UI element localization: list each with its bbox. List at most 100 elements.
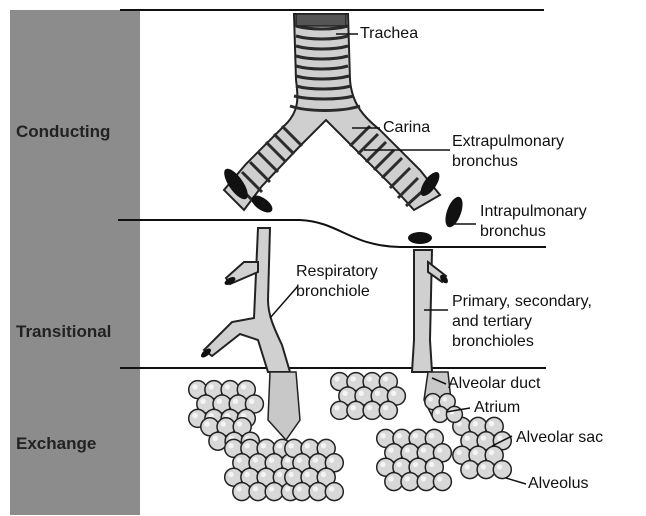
alveolus-highlight bbox=[245, 472, 250, 477]
alveolus-highlight bbox=[253, 486, 258, 491]
alveolus-sphere bbox=[379, 401, 397, 419]
alveolus-highlight bbox=[367, 376, 372, 381]
alveolus-sphere bbox=[347, 401, 365, 419]
alveolus-highlight bbox=[497, 464, 502, 469]
alveolus-highlight bbox=[489, 450, 494, 455]
alveolus-highlight bbox=[413, 462, 418, 467]
alveolus-highlight bbox=[288, 443, 293, 448]
label-extrapulmonary-bronchus: Extrapulmonary bronchus bbox=[452, 132, 564, 172]
alveolus-sphere bbox=[493, 461, 511, 479]
alveolus-highlight bbox=[277, 443, 282, 448]
alveolus-sphere bbox=[477, 461, 495, 479]
alveolus-highlight bbox=[351, 405, 356, 410]
alveolus-highlight bbox=[380, 433, 385, 438]
alveolus-sphere bbox=[432, 406, 448, 422]
label-atrium: Atrium bbox=[474, 398, 520, 418]
alveolus-highlight bbox=[429, 462, 434, 467]
alveolus-highlight bbox=[277, 472, 282, 477]
alveolus-highlight bbox=[297, 486, 302, 491]
label-line: bronchus bbox=[480, 222, 587, 242]
label-alveolus: Alveolus bbox=[528, 474, 588, 494]
alveolus-highlight bbox=[253, 457, 258, 462]
alveolus-highlight bbox=[204, 421, 209, 426]
alveolus-highlight bbox=[359, 391, 364, 396]
alveolus-highlight bbox=[237, 421, 242, 426]
alveolus-highlight bbox=[489, 421, 494, 426]
alveolus-highlight bbox=[297, 457, 302, 462]
alveolus-highlight bbox=[405, 476, 410, 481]
alveolus-highlight bbox=[351, 376, 356, 381]
label-line: bronchioles bbox=[452, 332, 592, 352]
alveolus-highlight bbox=[473, 421, 478, 426]
alveolus-highlight bbox=[321, 443, 326, 448]
alveolus-highlight bbox=[305, 472, 310, 477]
alveolus-sphere bbox=[446, 406, 462, 422]
zone-transitional: Transitional bbox=[16, 322, 111, 342]
alveolus-highlight bbox=[261, 443, 266, 448]
zone-conducting: Conducting bbox=[16, 122, 110, 142]
alveolus-highlight bbox=[321, 472, 326, 477]
alveolus-highlight bbox=[213, 436, 218, 441]
alveolus-highlight bbox=[217, 399, 222, 404]
label-alveolar-duct: Alveolar duct bbox=[448, 374, 541, 394]
alveolus-highlight bbox=[241, 384, 246, 389]
alveolus-highlight bbox=[465, 464, 470, 469]
alveolus-highlight bbox=[388, 476, 393, 481]
alveolus-highlight bbox=[261, 472, 266, 477]
alveolus-highlight bbox=[383, 376, 388, 381]
alveolus-highlight bbox=[285, 457, 290, 462]
alveolus-highlight bbox=[435, 410, 440, 415]
alveolus-highlight bbox=[305, 443, 310, 448]
alveolus-highlight bbox=[334, 405, 339, 410]
alveolus-sphere bbox=[293, 483, 311, 501]
label-line: Intrapulmonary bbox=[480, 202, 587, 222]
alveolus-highlight bbox=[329, 486, 334, 491]
alveolus-highlight bbox=[413, 433, 418, 438]
alveolus-highlight bbox=[269, 457, 274, 462]
alveolus-highlight bbox=[388, 447, 393, 452]
label-intrapulmonary-bronchus: Intrapulmonary bronchus bbox=[480, 202, 587, 242]
label-line: bronchiole bbox=[296, 282, 378, 302]
alveolus-sphere bbox=[265, 483, 283, 501]
alveolus-highlight bbox=[421, 476, 426, 481]
label-line: Primary, secondary, bbox=[452, 292, 592, 312]
alveolus-highlight bbox=[383, 405, 388, 410]
alveolus-highlight bbox=[228, 472, 233, 477]
label-line: Respiratory bbox=[296, 262, 378, 282]
alveolus-highlight bbox=[380, 462, 385, 467]
alveolus-highlight bbox=[228, 443, 233, 448]
alveolus-highlight bbox=[397, 433, 402, 438]
alveolus-highlight bbox=[429, 433, 434, 438]
label-alveolar-sac: Alveolar sac bbox=[516, 428, 603, 448]
label-line: Extrapulmonary bbox=[452, 132, 564, 152]
alveolus-highlight bbox=[249, 399, 254, 404]
alveolus-highlight bbox=[285, 486, 290, 491]
alveolus-highlight bbox=[437, 447, 442, 452]
alveolus-highlight bbox=[313, 486, 318, 491]
alveolus-highlight bbox=[473, 450, 478, 455]
alveolus-sphere bbox=[417, 473, 435, 491]
alveolus-highlight bbox=[481, 464, 486, 469]
alveolus-sphere bbox=[233, 483, 251, 501]
alveolus-highlight bbox=[209, 384, 214, 389]
alveolus-highlight bbox=[497, 435, 502, 440]
label-bronchioles: Primary, secondary, and tertiary bronchi… bbox=[452, 292, 592, 352]
alveolus-highlight bbox=[367, 405, 372, 410]
alveolus-highlight bbox=[481, 435, 486, 440]
label-line: and tertiary bbox=[452, 312, 592, 332]
alveolus-highlight bbox=[329, 457, 334, 462]
alveolus-sphere bbox=[385, 473, 403, 491]
alveolus-highlight bbox=[192, 413, 197, 418]
alveolus-highlight bbox=[221, 421, 226, 426]
alveolus-highlight bbox=[245, 443, 250, 448]
alveolus-sphere bbox=[309, 483, 327, 501]
label-carina: Carina bbox=[383, 118, 430, 138]
alveolus-highlight bbox=[313, 457, 318, 462]
alveolus-highlight bbox=[288, 472, 293, 477]
alveolus-highlight bbox=[405, 447, 410, 452]
alveolus-highlight bbox=[450, 410, 455, 415]
alveolus-highlight bbox=[397, 462, 402, 467]
alveolus-highlight bbox=[269, 486, 274, 491]
alveolus-sphere bbox=[325, 483, 343, 501]
